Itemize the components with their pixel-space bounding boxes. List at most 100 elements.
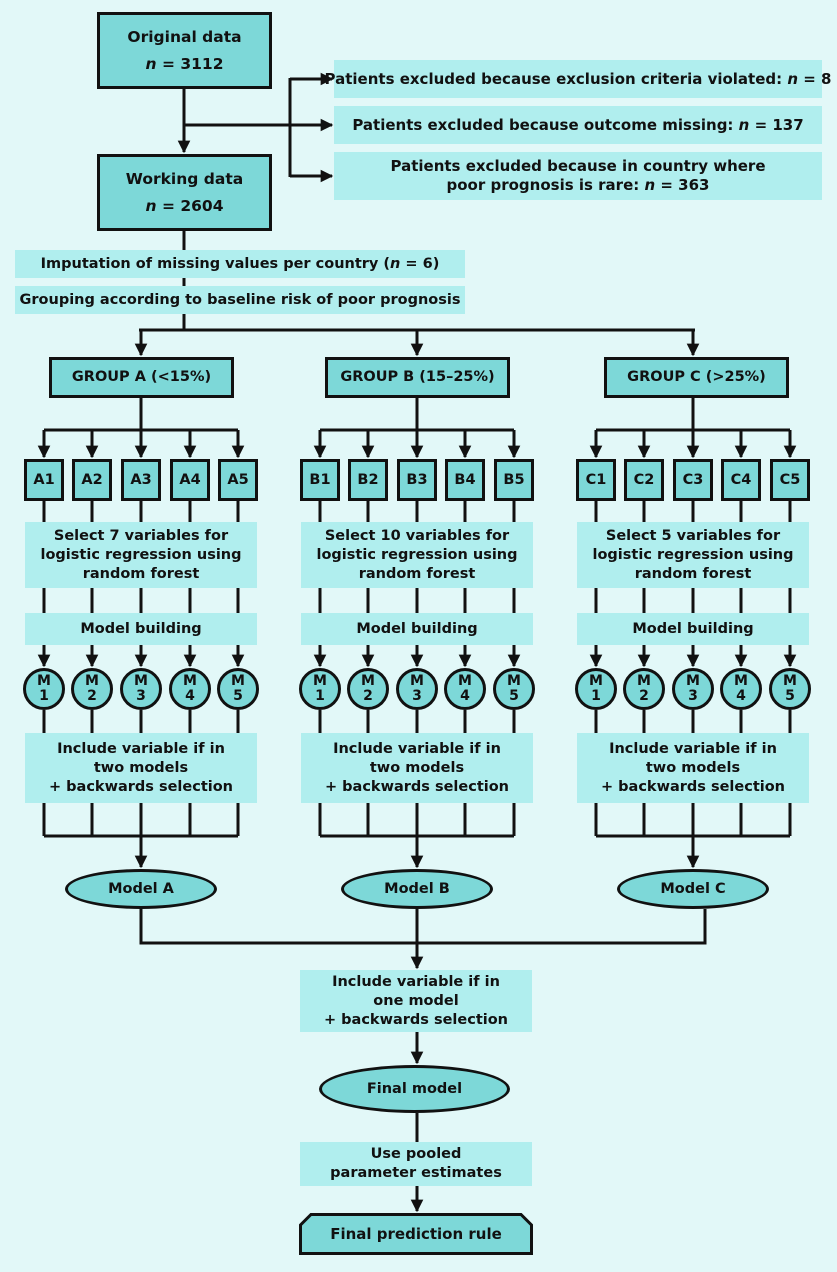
model-c-oval: Model C	[617, 869, 769, 909]
excluded-criteria-n-label: n	[787, 69, 799, 88]
include-c-line1: Include variable if in	[609, 740, 777, 757]
select-c-line3: random forest	[634, 565, 752, 582]
model-b-m4-number: 4	[460, 688, 470, 704]
group-c-label: GROUP C (>25%)	[627, 369, 766, 385]
working-data-box: Working data n = 2604	[97, 154, 272, 231]
subset-c5-label: C5	[779, 471, 801, 488]
imputation-count: = 6)	[400, 255, 440, 272]
excluded-outcome-n-label: n	[738, 115, 750, 134]
model-c-m5-letter: M	[783, 673, 797, 689]
subset-b3-label: B3	[406, 471, 428, 488]
subset-a4-label: A4	[179, 471, 201, 488]
include-a-line2: two models	[93, 759, 189, 776]
model-a-m1-number: 1	[39, 688, 49, 704]
subset-a1-box: A1	[24, 459, 64, 501]
include-c-line3: + backwards selection	[600, 778, 786, 795]
model-a-m3-number: 3	[136, 688, 146, 704]
model-c-m4-letter: M	[734, 673, 748, 689]
subset-c2-box: C2	[624, 459, 664, 501]
imputation-text: Imputation of missing values per country…	[40, 255, 391, 272]
select-b-line2: logistic regression using	[316, 546, 518, 563]
excluded-criteria-text: Patients excluded because exclusion crit…	[324, 69, 788, 88]
excluded-criteria-count: = 8	[798, 69, 832, 88]
subset-a5-label: A5	[227, 471, 249, 488]
grouping-text: Grouping according to baseline risk of p…	[19, 291, 461, 308]
group-b-label: GROUP B (15–25%)	[340, 369, 495, 385]
model-c-label: Model C	[660, 880, 726, 897]
grouping-box: Grouping according to baseline risk of p…	[15, 286, 465, 314]
subset-c3-label: C3	[682, 471, 704, 488]
model-b-m2-letter: M	[361, 673, 375, 689]
model-c-m5-number: 5	[785, 688, 795, 704]
model-b-label: Model B	[384, 880, 450, 897]
subset-b4-box: B4	[445, 459, 485, 501]
subset-c4-label: C4	[730, 471, 752, 488]
subset-b5-box: B5	[494, 459, 534, 501]
model-b-oval: Model B	[341, 869, 493, 909]
include-variable-b-box: Include variable if in two models + backwa…	[301, 733, 533, 803]
group-a-label: GROUP A (<15%)	[71, 369, 212, 385]
combine-line2: one model	[373, 992, 459, 1009]
subset-a2-box: A2	[72, 459, 112, 501]
model-building-c-box: Model building	[577, 613, 809, 645]
subset-b2-label: B2	[357, 471, 379, 488]
final-rule-label: Final prediction rule	[330, 1225, 502, 1243]
include-b-line3: + backwards selection	[324, 778, 510, 795]
model-a-m2-letter: M	[85, 673, 99, 689]
select-a-line2: logistic regression using	[40, 546, 242, 563]
final-model-label: Final model	[366, 1080, 463, 1097]
subset-a1-label: A1	[33, 471, 55, 488]
combine-models-box: Include variable if in one model + backw…	[300, 970, 532, 1032]
select-b-line1: Select 10 variables for	[324, 527, 510, 544]
subset-b5-label: B5	[503, 471, 525, 488]
working-data-count: = 2604	[156, 196, 224, 215]
pooled-line1: Use pooled	[370, 1146, 462, 1162]
combine-line1: Include variable if in	[332, 973, 500, 990]
subset-c5-box: C5	[770, 459, 810, 501]
include-a-line3: + backwards selection	[48, 778, 234, 795]
subset-a4-box: A4	[170, 459, 210, 501]
model-b-m4-letter: M	[458, 673, 472, 689]
model-c-m1-number: 1	[591, 688, 601, 704]
include-b-line1: Include variable if in	[333, 740, 501, 757]
working-data-title: Working data	[125, 169, 244, 188]
include-c-line2: two models	[645, 759, 741, 776]
model-building-a-box: Model building	[25, 613, 257, 645]
subset-c1-box: C1	[576, 459, 616, 501]
model-a-m1-letter: M	[37, 673, 51, 689]
group-c-box: GROUP C (>25%)	[604, 357, 789, 398]
model-b-m5-letter: M	[507, 673, 521, 689]
subset-c4-box: C4	[721, 459, 761, 501]
model-building-a-label: Model building	[80, 620, 202, 637]
model-b-m1-number: 1	[315, 688, 325, 704]
model-c-m3-number: 3	[688, 688, 698, 704]
select-variables-b-box: Select 10 variables for logistic regressi…	[301, 522, 533, 588]
excluded-criteria-box: Patients excluded because exclusion crit…	[325, 60, 832, 98]
model-c-m1-letter: M	[589, 673, 603, 689]
model-a-m5-number: 5	[233, 688, 243, 704]
excluded-outcome-text: Patients excluded because outcome missin…	[352, 115, 739, 134]
subset-c1-label: C1	[585, 471, 607, 488]
model-c-m4-number: 4	[736, 688, 746, 704]
subset-b3-box: B3	[397, 459, 437, 501]
imputation-n-label: n	[390, 255, 401, 272]
model-b-m3-number: 3	[412, 688, 422, 704]
select-a-line1: Select 7 variables for	[53, 527, 229, 544]
model-b-m1-letter: M	[313, 673, 327, 689]
include-b-line2: two models	[369, 759, 465, 776]
excluded-country-box: Patients excluded because in country whe…	[334, 152, 822, 200]
final-rule-shape	[299, 1213, 533, 1255]
excluded-country-line1: Patients excluded because in country whe…	[390, 157, 766, 175]
subset-a2-label: A2	[81, 471, 103, 488]
model-a-m2-number: 2	[87, 688, 97, 704]
